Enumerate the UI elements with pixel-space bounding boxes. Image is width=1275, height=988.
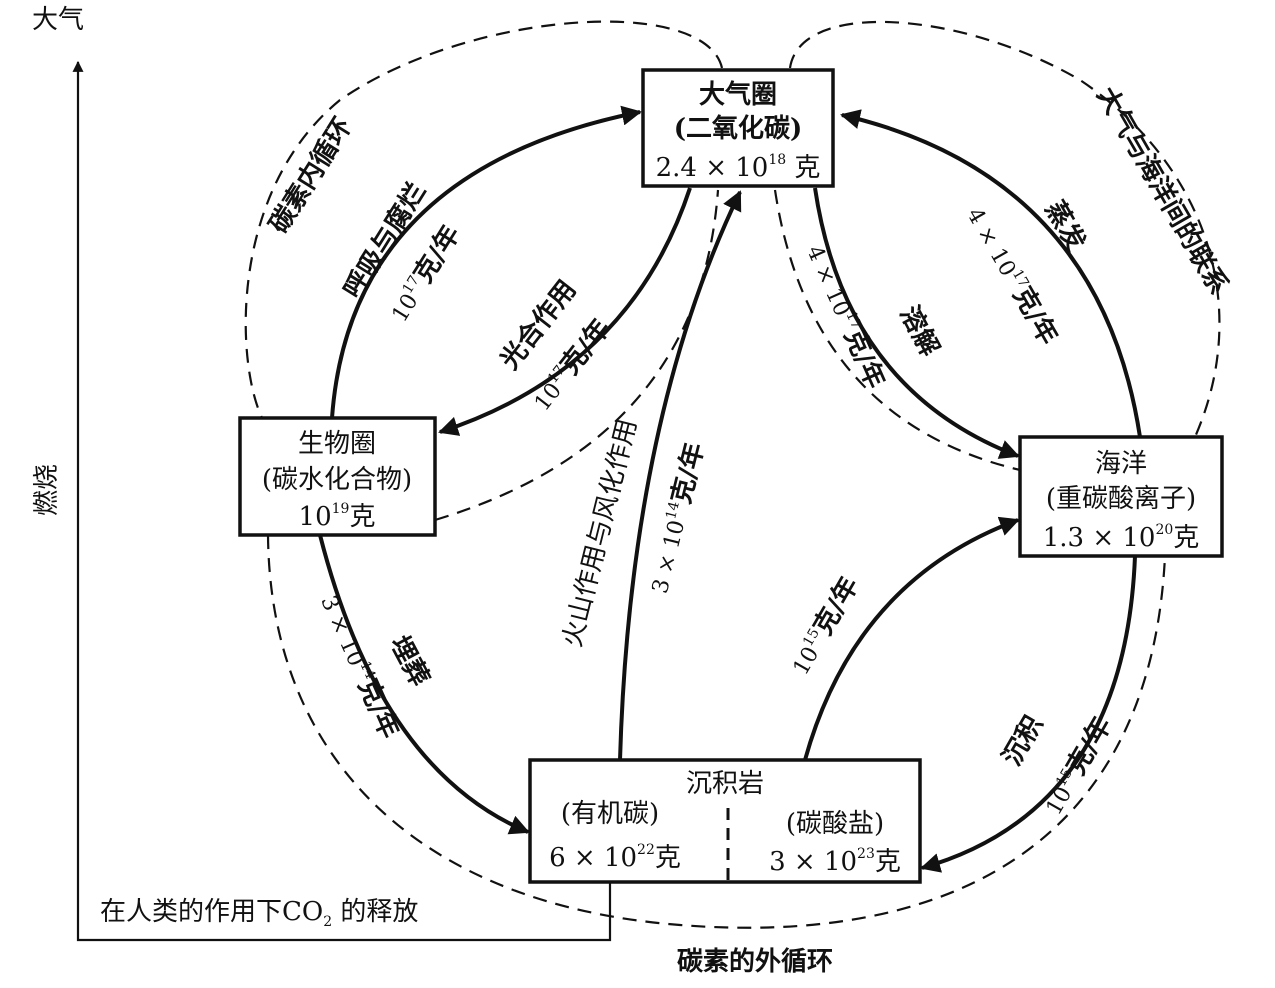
dissolution-label: 溶解 bbox=[894, 301, 946, 361]
photosynthesis-arrow bbox=[438, 187, 692, 436]
inner-loop-inner-arc bbox=[434, 189, 720, 522]
svg-text:大气圈: 大气圈 bbox=[699, 79, 777, 110]
burial-rate: 3 × 1014克/年 bbox=[314, 590, 405, 743]
burial-label: 埋葬 bbox=[384, 631, 435, 691]
inner-loop-label: 碳素内循环 bbox=[264, 113, 358, 239]
deposition-label: 沉积 bbox=[997, 711, 1049, 771]
svg-text:2.4 × 1018 克: 2.4 × 1018 克 bbox=[656, 152, 821, 183]
dissolution-arrow bbox=[813, 187, 1020, 459]
evaporation-arrow bbox=[840, 109, 1142, 438]
deposition-arrow bbox=[920, 555, 1137, 873]
svg-text:3 × 1023克: 3 × 1023克 bbox=[769, 846, 901, 877]
svg-text:6 × 1022克: 6 × 1022克 bbox=[549, 842, 681, 873]
sediment-box: 沉积岩 (有机碳) 6 × 1022克 (碳酸盐) 3 × 1023克 bbox=[528, 758, 922, 884]
atmosphere-ocean-outer-arc bbox=[788, 20, 1221, 438]
dashed-loops bbox=[244, 20, 1221, 929]
sediment-to-ocean-arrow bbox=[803, 516, 1020, 761]
combustion-label: 燃烧 bbox=[32, 464, 62, 516]
human-release-line bbox=[76, 882, 612, 942]
svg-text:(有机碳): (有机碳) bbox=[561, 799, 659, 829]
svg-text:沉积岩: 沉积岩 bbox=[686, 769, 764, 799]
biosphere-box: 生物圈 (碳水化合物) 1019克 bbox=[238, 416, 437, 537]
burial-arrow bbox=[318, 534, 530, 835]
svg-text:(二氧化碳): (二氧化碳) bbox=[674, 114, 803, 144]
svg-text:(碳水化合物): (碳水化合物) bbox=[262, 465, 412, 495]
svg-text:海洋: 海洋 bbox=[1095, 449, 1147, 479]
svg-text:(重碳酸离子): (重碳酸离子) bbox=[1046, 484, 1196, 514]
respiration-arrow bbox=[330, 105, 642, 419]
volcanism-arrow bbox=[618, 190, 742, 761]
atmosphere-box: 大气圈 (二氧化碳) 2.4 × 1018 克 bbox=[641, 68, 835, 188]
outer-loop-arc bbox=[266, 534, 1167, 929]
human-release-label: 在人类的作用下CO2 的释放 bbox=[100, 897, 418, 930]
atmosphere-ocean-label: 大气与海洋间的联系 bbox=[1090, 82, 1234, 300]
svg-text:1019克: 1019克 bbox=[299, 501, 376, 532]
sediment-to-ocean-rate: 1015克/年 bbox=[784, 572, 865, 680]
ocean-box: 海洋 (重碳酸离子) 1.3 × 1020克 bbox=[1018, 435, 1224, 558]
atmosphere-axis-label: 大气 bbox=[32, 5, 84, 35]
svg-text:1.3 × 1020克: 1.3 × 1020克 bbox=[1043, 522, 1200, 553]
dissolution-rate: 4 × 1017克/年 bbox=[800, 240, 891, 393]
inner-loop-outer-arc bbox=[244, 20, 724, 419]
outer-loop-label: 碳素的外循环 bbox=[677, 946, 833, 977]
svg-text:(碳酸盐): (碳酸盐) bbox=[786, 809, 884, 839]
combustion-axis: 大气 燃烧 在人类的作用下CO2 的释放 bbox=[32, 5, 612, 942]
flux-arrows bbox=[318, 105, 1142, 873]
svg-text:生物圈: 生物圈 bbox=[298, 429, 376, 459]
